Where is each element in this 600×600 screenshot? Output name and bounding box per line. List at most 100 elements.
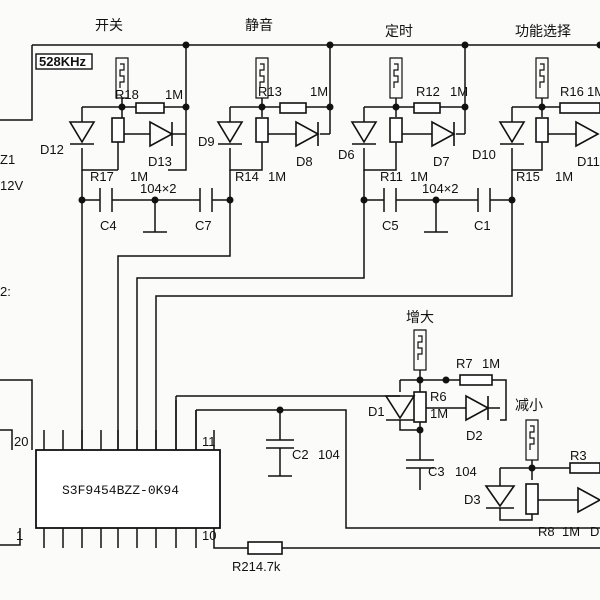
label-d9: D9 xyxy=(198,134,215,149)
value-r18: 1M xyxy=(165,87,183,102)
label-d12: D12 xyxy=(40,142,64,157)
value-r14: 1M xyxy=(268,169,286,184)
resistor-r18 xyxy=(135,102,165,114)
value-c4-c7: 104×2 xyxy=(140,181,177,196)
label-r13: R13 xyxy=(258,84,282,99)
label-d7: D7 xyxy=(433,154,450,169)
volume-down-label: 减小 xyxy=(515,397,543,413)
resistor-r14 xyxy=(255,117,269,143)
switch-label-mute: 静音 xyxy=(245,17,273,33)
label-r14: R14 xyxy=(235,169,259,184)
value-r17: 1M xyxy=(130,169,148,184)
capacitor-c2-icon xyxy=(266,410,294,477)
value-r12: 1M xyxy=(450,84,468,99)
resistor-r3 xyxy=(569,462,600,474)
oscillator-box xyxy=(35,53,93,70)
resistor-r16 xyxy=(559,102,600,114)
chip-body xyxy=(35,449,221,529)
diode-d10-icon xyxy=(498,121,526,145)
label-r18: R18 xyxy=(115,87,139,102)
microcontroller: S3F9454BZZ-0K94 20 11 1 10 xyxy=(0,379,221,548)
capacitor-c5-icon xyxy=(383,188,397,212)
label-c3: C3 xyxy=(428,464,445,479)
key-switch-icon xyxy=(535,57,549,99)
diode-d6-icon xyxy=(350,121,378,145)
value-r15: 1M xyxy=(555,169,573,184)
diode-d1-icon xyxy=(384,395,416,421)
key-group-function: R16 1M R15 1M D10 D11 xyxy=(472,57,600,184)
oscillator-label: 528KHz xyxy=(39,54,86,69)
label-d13: D13 xyxy=(148,154,172,169)
label-d6: D6 xyxy=(338,147,355,162)
label-r8: R8 xyxy=(538,524,555,539)
volume-up-label: 增大 xyxy=(406,309,434,325)
resistor-r21-group: R214.7k xyxy=(213,528,600,574)
switch-label-timer: 定时 xyxy=(385,23,413,39)
ground-icon xyxy=(143,200,167,233)
value-r16: 1M xyxy=(587,84,600,99)
key-switch-icon xyxy=(389,57,403,99)
resistor-r13 xyxy=(279,102,307,114)
label-c4: C4 xyxy=(100,218,117,233)
key-zigzag-icon xyxy=(119,63,125,88)
switch-label-function: 功能选择 xyxy=(515,23,571,39)
edge-label-2: 2: xyxy=(0,284,11,299)
volume-up-group: 增大 R7 1M R6 1M D1 D2 C3 104 xyxy=(175,309,507,490)
key-group-timer: R12 1M R11 1M D6 D7 xyxy=(338,45,469,184)
switch-label-power: 开关 xyxy=(95,17,123,33)
resistor-r11 xyxy=(389,117,403,143)
label-r11: R11 xyxy=(380,169,403,184)
value-c2: 104 xyxy=(318,447,340,462)
key-switch-icon xyxy=(525,419,539,461)
key-group-mute: R13 1M R14 1M D9 D8 xyxy=(198,45,334,184)
label-r7: R7 xyxy=(456,356,473,371)
value-r8: 1M xyxy=(562,524,580,539)
diode-d2-icon xyxy=(465,394,490,422)
ground-icon xyxy=(424,200,448,233)
edge-label-z1: Z1 xyxy=(0,152,15,167)
chip-name: S3F9454BZZ-0K94 xyxy=(62,483,179,498)
capacitor-c4-icon xyxy=(99,188,113,212)
label-r16: R16 xyxy=(560,84,584,99)
label-d10: D10 xyxy=(472,147,496,162)
key-zigzag-icon xyxy=(259,63,265,88)
pin-10-label: 10 xyxy=(202,528,216,543)
key-switch-icon xyxy=(413,329,427,371)
label-d1: D1 xyxy=(368,404,385,419)
label-c7: C7 xyxy=(195,218,212,233)
diode-d9-icon xyxy=(216,121,244,145)
label-d2: D2 xyxy=(466,428,483,443)
resistor-r6 xyxy=(413,391,427,423)
top-power-rail xyxy=(0,44,600,121)
capacitor-c2-group: C2 104 xyxy=(195,406,600,529)
resistor-r12 xyxy=(413,102,441,114)
diode-d8-icon xyxy=(295,120,320,148)
chip-left-wires xyxy=(0,379,33,546)
label-r21: R214.7k xyxy=(232,559,281,574)
key-switch-icon xyxy=(255,57,269,99)
volume-down-group: 减小 R3 R8 1M D3 D xyxy=(464,397,600,539)
resistor-r15 xyxy=(535,117,549,143)
key-zigzag-icon xyxy=(529,425,535,450)
label-r15: R15 xyxy=(516,169,540,184)
label-d11: D11 xyxy=(577,154,600,169)
pin-11-label: 11 xyxy=(202,434,216,449)
key-zigzag-icon xyxy=(539,63,545,88)
label-r17: R17 xyxy=(90,169,114,184)
resistor-r17 xyxy=(111,117,125,143)
value-r13: 1M xyxy=(310,84,328,99)
key-group-power: R18 1M R17 1M D12 D13 xyxy=(40,45,190,184)
chip-top-pins xyxy=(43,400,215,450)
capacitor-c7-icon xyxy=(199,188,213,212)
value-c3: 104 xyxy=(455,464,477,479)
value-r11: 1M xyxy=(410,169,428,184)
key-switch-icon xyxy=(115,57,129,99)
diode-d12-icon xyxy=(68,121,96,145)
label-c1: C1 xyxy=(474,218,491,233)
label-r6: R6 xyxy=(430,389,447,404)
value-r6: 1M xyxy=(430,406,448,421)
diode-d7-icon xyxy=(431,120,456,148)
resistor-r21 xyxy=(247,541,283,555)
diode-d4-icon xyxy=(577,486,600,514)
label-c2: C2 xyxy=(292,447,309,462)
